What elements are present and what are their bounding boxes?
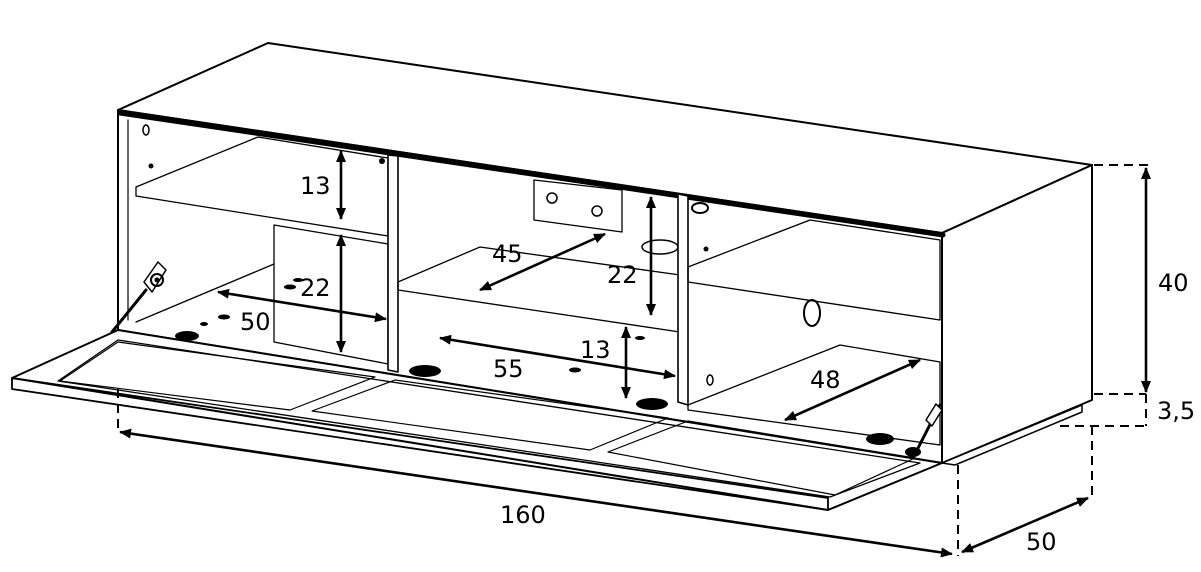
floor-mark xyxy=(569,367,581,373)
right-shelf xyxy=(687,219,941,321)
right-floor xyxy=(687,344,941,446)
open-flap xyxy=(11,329,943,511)
right-grommet xyxy=(803,299,821,327)
left-floor-edge xyxy=(135,263,275,323)
floor-mark xyxy=(293,278,303,282)
floor-mark xyxy=(200,322,208,326)
hinge-mount-middle xyxy=(409,365,441,377)
hinge-mount-middle xyxy=(636,398,668,410)
cable-plate xyxy=(533,179,623,233)
cable-grommet xyxy=(641,239,679,255)
right-hole xyxy=(706,374,714,386)
left-lower-gap-label: 22 xyxy=(300,274,331,302)
middle-width-arrow xyxy=(439,334,676,380)
plate-hole-left xyxy=(546,192,558,204)
middle-width-label: 55 xyxy=(493,355,524,383)
middle-upper-gap-label: 22 xyxy=(607,261,638,289)
divider-right xyxy=(677,193,689,406)
shelf-pin-hole xyxy=(703,246,709,252)
overall-depth-label: 50 xyxy=(1026,528,1057,556)
middle-depth-label: 45 xyxy=(492,240,523,268)
floor-mark xyxy=(284,284,296,290)
right-width-label: 48 xyxy=(810,366,841,394)
overall-dimensions: 160 40 3,5 50 xyxy=(117,164,1195,558)
plate-hole-right xyxy=(591,205,603,217)
interior-dimensions: 13 22 50 45 22 55 13 48 xyxy=(217,150,921,422)
width-dimension-arrow xyxy=(119,428,953,558)
plinth-height-label: 3,5 xyxy=(1157,397,1195,425)
overall-width-label: 160 xyxy=(500,501,546,529)
shelf-pin-hole xyxy=(142,124,150,136)
right-width-arrow xyxy=(784,358,921,422)
depth-dimension-arrow xyxy=(961,496,1089,554)
left-lower-shelf-back xyxy=(273,224,389,365)
left-upper-shelf xyxy=(135,136,389,237)
middle-depth-arrow xyxy=(479,232,606,292)
cabinet-interior xyxy=(135,124,941,446)
floor-mark xyxy=(635,336,645,340)
overall-height-label: 40 xyxy=(1158,269,1189,297)
left-upper-gap-label: 13 xyxy=(300,172,331,200)
left-width-arrow xyxy=(217,288,387,323)
middle-lower-gap-label: 13 xyxy=(580,336,611,364)
cabinet-body xyxy=(117,42,1093,466)
shelf-pin-hole xyxy=(148,163,154,169)
top-edge-thick xyxy=(117,110,946,238)
left-width-label: 50 xyxy=(240,308,271,336)
floor-mark xyxy=(218,314,230,320)
hinge-right xyxy=(866,403,943,458)
middle-shelf xyxy=(397,246,681,333)
divider-left xyxy=(387,154,399,373)
hinge-mount xyxy=(691,202,709,214)
shelf-pin-hole xyxy=(379,158,385,164)
